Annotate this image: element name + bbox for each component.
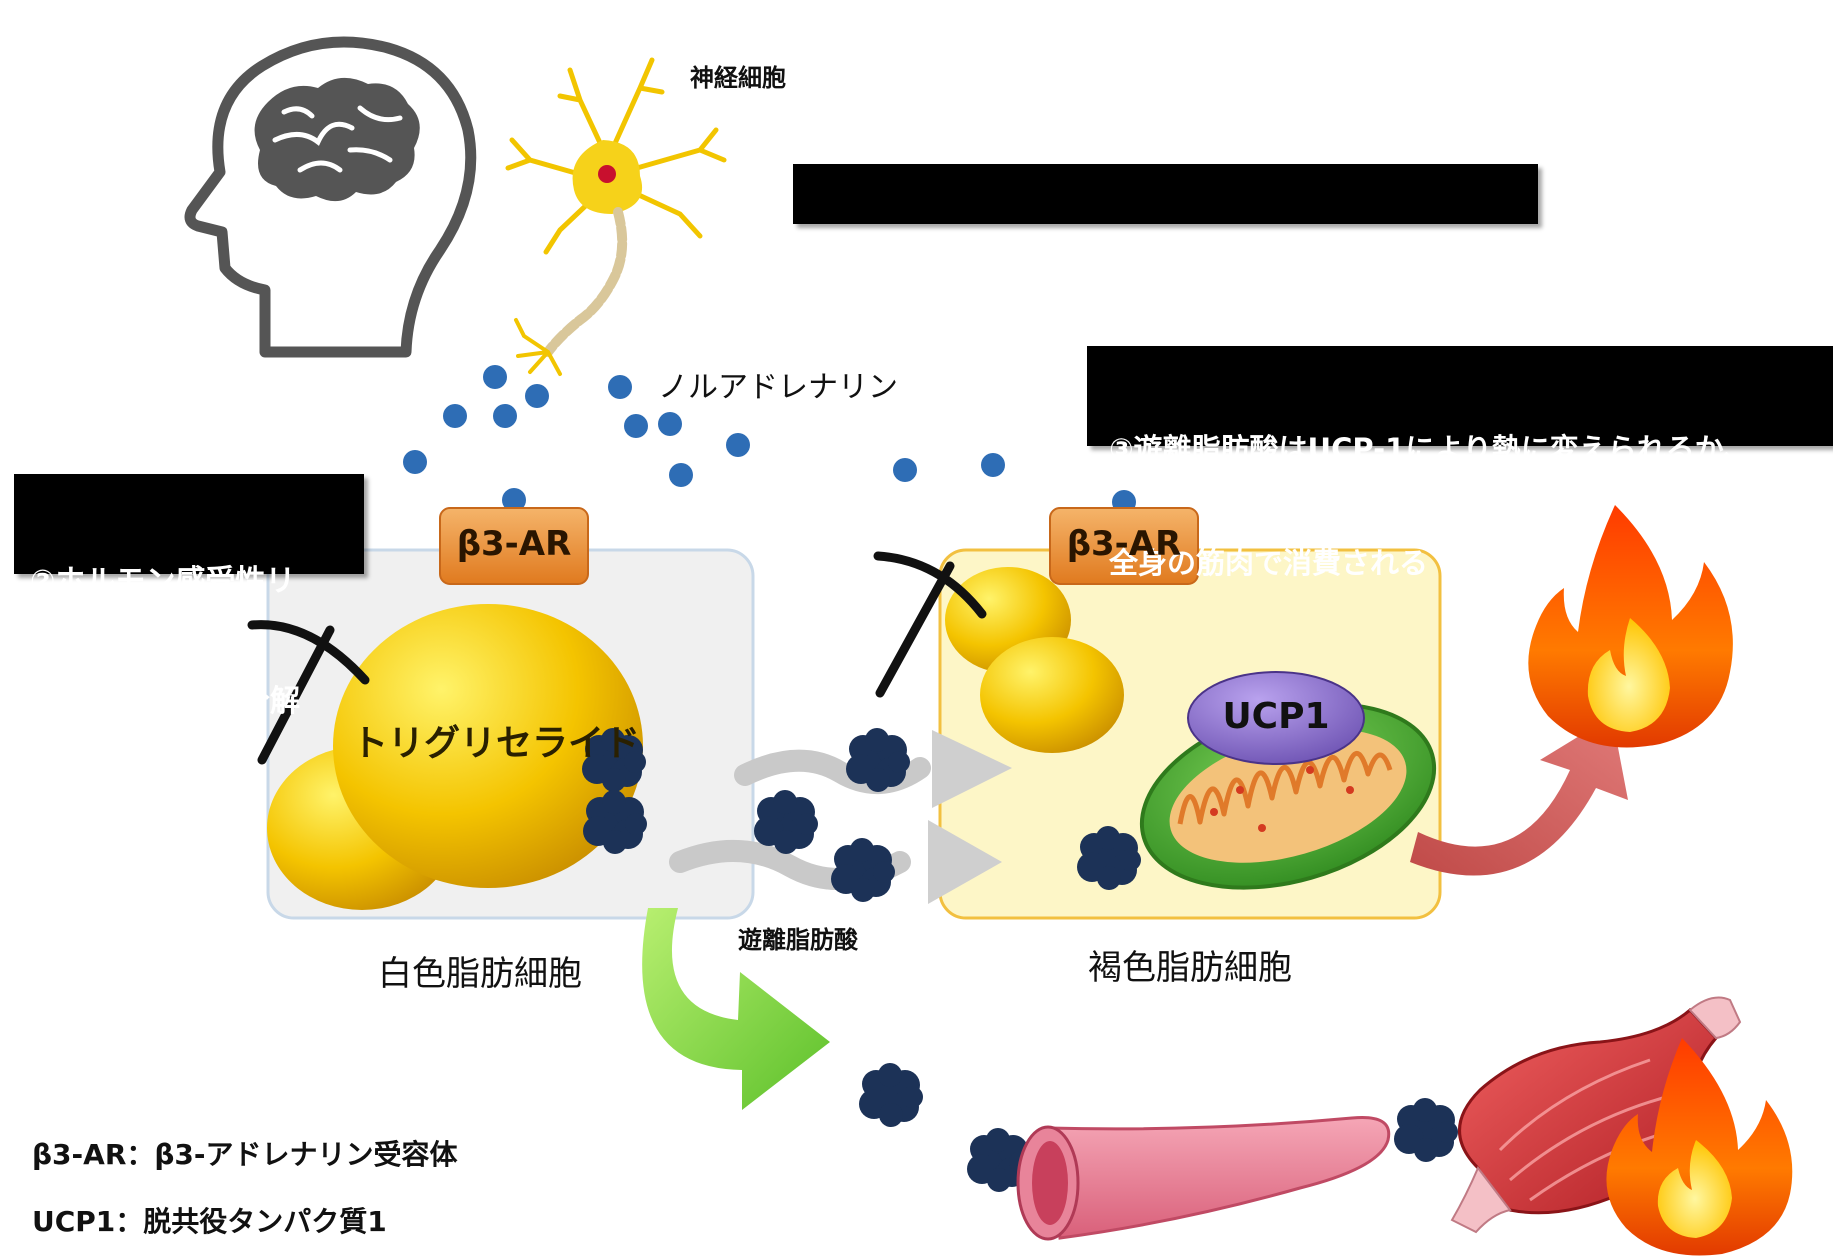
beta3-receptor-right-label: β3-AR xyxy=(1066,524,1182,564)
pickaxe-icon xyxy=(873,551,987,698)
brown-adipocyte-label: 褐色脂肪細胞 xyxy=(1088,948,1292,988)
neuron-label: 神経細胞 xyxy=(690,64,786,92)
step3-text-line1: ③遊離脂肪酸はUCP-1により熱に変えられるか、 xyxy=(1109,432,1753,466)
beta3-receptor-right xyxy=(1049,507,1199,585)
neuron-icon xyxy=(505,57,727,376)
step2-text-line1: ②ホルモン感受性リ xyxy=(30,564,296,599)
triglyceride-label: トリグリセライド xyxy=(352,723,641,764)
beta3-receptor-left xyxy=(439,507,589,585)
noradrenaline-label: ノルアドレナリン xyxy=(658,370,898,405)
beta3-receptor-left-label: β3-AR xyxy=(456,524,572,564)
blood-vessel-icon xyxy=(1016,1115,1391,1241)
red-arrow-to-heat xyxy=(1410,716,1628,876)
flame-icon xyxy=(1528,505,1733,748)
free-fatty-acid-label: 遊離脂肪酸 xyxy=(738,926,858,954)
ucp1-protein xyxy=(1187,671,1365,765)
head-icon xyxy=(184,36,477,358)
ucp1-label: UCP1 xyxy=(1222,696,1330,737)
legend-b3ar: β3-AR：β3-アドレナリン受容体 xyxy=(32,1138,458,1171)
step3-text-line2: 全身の筋肉で消費される xyxy=(1109,546,1429,580)
noradrenaline-molecules xyxy=(403,365,1136,514)
legend-ucp1: UCP1：脱共役タンパク質1 xyxy=(32,1205,387,1238)
fat-droplet xyxy=(980,637,1124,753)
step1-callout: ①脳からの指令でノルアドレナリンを分泌 xyxy=(793,164,1538,331)
step2-callout: ②ホルモン感受性リ パーゼが脂肪を分解 xyxy=(14,474,364,719)
triglyceride-droplet xyxy=(333,604,643,888)
flame-icon xyxy=(1606,1038,1793,1256)
step3-callout: ③遊離脂肪酸はUCP-1により熱に変えられるか、 全身の筋肉で消費される xyxy=(1087,346,1833,580)
green-arrow-to-muscle xyxy=(642,908,830,1110)
pickaxe-icon xyxy=(247,620,370,765)
white-adipocyte-label: 白色脂肪細胞 xyxy=(378,954,582,994)
step1-text: ①脳からの指令でノルアドレナリンを分泌 xyxy=(813,296,1379,331)
step2-text-line2: パーゼが脂肪を分解 xyxy=(30,684,300,719)
